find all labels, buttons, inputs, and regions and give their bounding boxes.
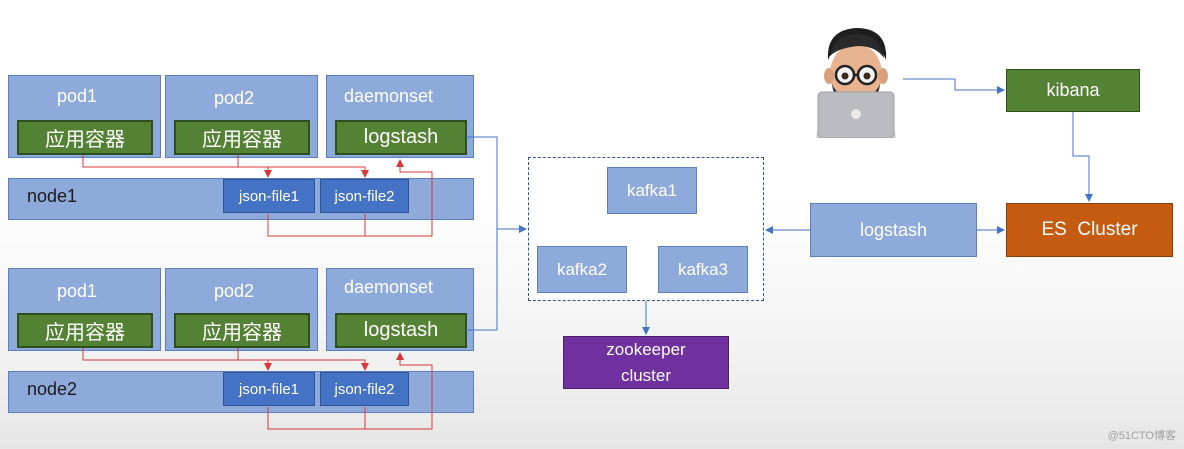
pod2-label: pod2 <box>214 88 255 108</box>
node2-pod2-box: pod2 应用容器 <box>165 268 318 351</box>
app-container: 应用容器 <box>174 120 310 155</box>
zookeeper-cluster-box: zookeeper cluster <box>563 336 729 389</box>
user-avatar-icon <box>808 20 904 138</box>
daemonset-label: daemonset <box>344 277 434 297</box>
es-cluster-box: ES Cluster <box>1006 203 1173 257</box>
node1-pod2-box: pod2 应用容器 <box>165 75 318 158</box>
json-file2: json-file2 <box>320 179 409 213</box>
kafka2-box: kafka2 <box>537 246 627 293</box>
cluster-label: cluster <box>620 365 672 385</box>
json-file1: json-file1 <box>223 372 315 406</box>
logstash-box: logstash <box>810 203 977 257</box>
daemonset-label: daemonset <box>344 86 434 106</box>
app-container: 应用容器 <box>17 313 153 348</box>
logstash-agent: logstash <box>335 120 467 155</box>
zookeeper-label: zookeeper <box>606 339 686 359</box>
app-container: 应用容器 <box>174 313 310 348</box>
json-file2: json-file2 <box>320 372 409 406</box>
pod1-label: pod1 <box>57 281 98 301</box>
watermark: @51CTO博客 <box>1107 430 1176 442</box>
pipeline-flow <box>466 78 1093 335</box>
node2-label: node2 <box>27 379 78 399</box>
kibana-box: kibana <box>1006 69 1140 112</box>
node1-pod1-box: pod1 应用容器 <box>8 75 161 158</box>
node2-daemonset-box: daemonset logstash <box>326 268 474 351</box>
node1-daemonset-box: daemonset logstash <box>326 75 474 158</box>
kafka1-box: kafka1 <box>607 167 697 214</box>
app-container: 应用容器 <box>17 120 153 155</box>
node1-label: node1 <box>27 186 78 206</box>
node2-pod1-box: pod1 应用容器 <box>8 268 161 351</box>
kafka3-box: kafka3 <box>658 246 748 293</box>
json-file1: json-file1 <box>223 179 315 213</box>
node1-log-flow <box>82 155 433 237</box>
pod1-label: pod1 <box>57 86 98 106</box>
pod2-label: pod2 <box>214 281 255 301</box>
node2-log-flow <box>82 348 433 430</box>
